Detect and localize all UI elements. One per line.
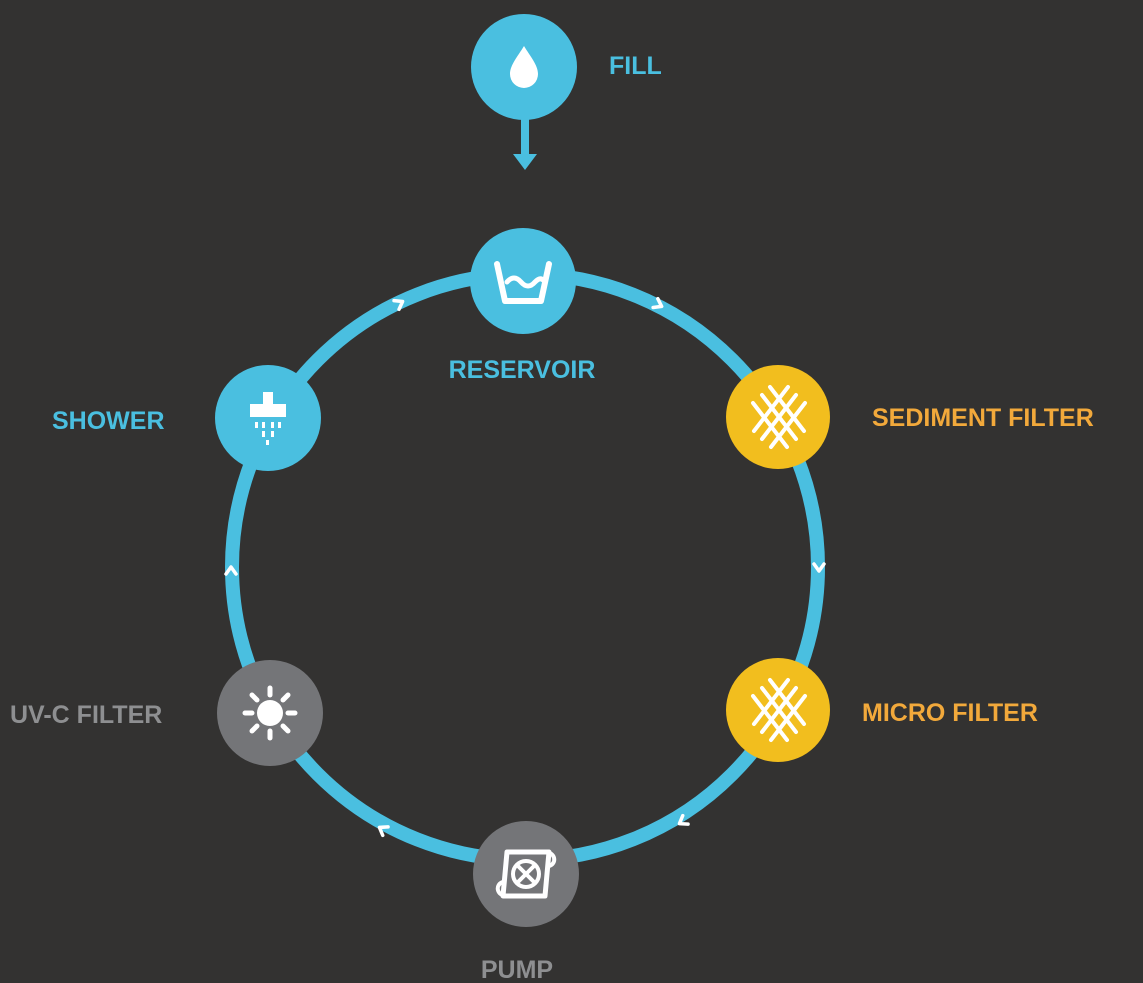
- shower-node: [215, 365, 321, 471]
- flow-chevron-2: [812, 562, 826, 573]
- shower-head-icon: [250, 392, 286, 445]
- fill-node: [471, 14, 577, 120]
- fill-arrow: [513, 116, 537, 170]
- flow-chevron-5: [224, 565, 238, 576]
- reservoir-node: [470, 228, 576, 334]
- basin-icon: [494, 261, 552, 304]
- sun-icon: [242, 685, 298, 741]
- flow-chevron-1: [651, 296, 664, 310]
- uvc-filter-label: UV-C FILTER: [10, 701, 162, 729]
- mesh-filter-icon: [751, 385, 807, 449]
- flow-chevron-6: [392, 298, 405, 312]
- sediment-filter-label: SEDIMENT FILTER: [872, 404, 1094, 432]
- flow-chevron-4: [377, 825, 390, 838]
- pump-node: [473, 821, 579, 927]
- micro-filter-label: MICRO FILTER: [862, 699, 1038, 727]
- shower-label: SHOWER: [52, 407, 165, 435]
- pump-label: PUMP: [481, 956, 553, 983]
- water-drop-icon: [510, 46, 538, 88]
- pump-icon: [495, 849, 557, 899]
- mesh-filter-icon: [751, 678, 807, 742]
- reservoir-label: RESERVOIR: [449, 356, 596, 384]
- flow-chevron-3: [677, 813, 690, 826]
- fill-label: FILL: [609, 52, 662, 80]
- sediment-filter-node: [726, 365, 830, 469]
- uvc-filter-node: [217, 660, 323, 766]
- micro-filter-node: [726, 658, 830, 762]
